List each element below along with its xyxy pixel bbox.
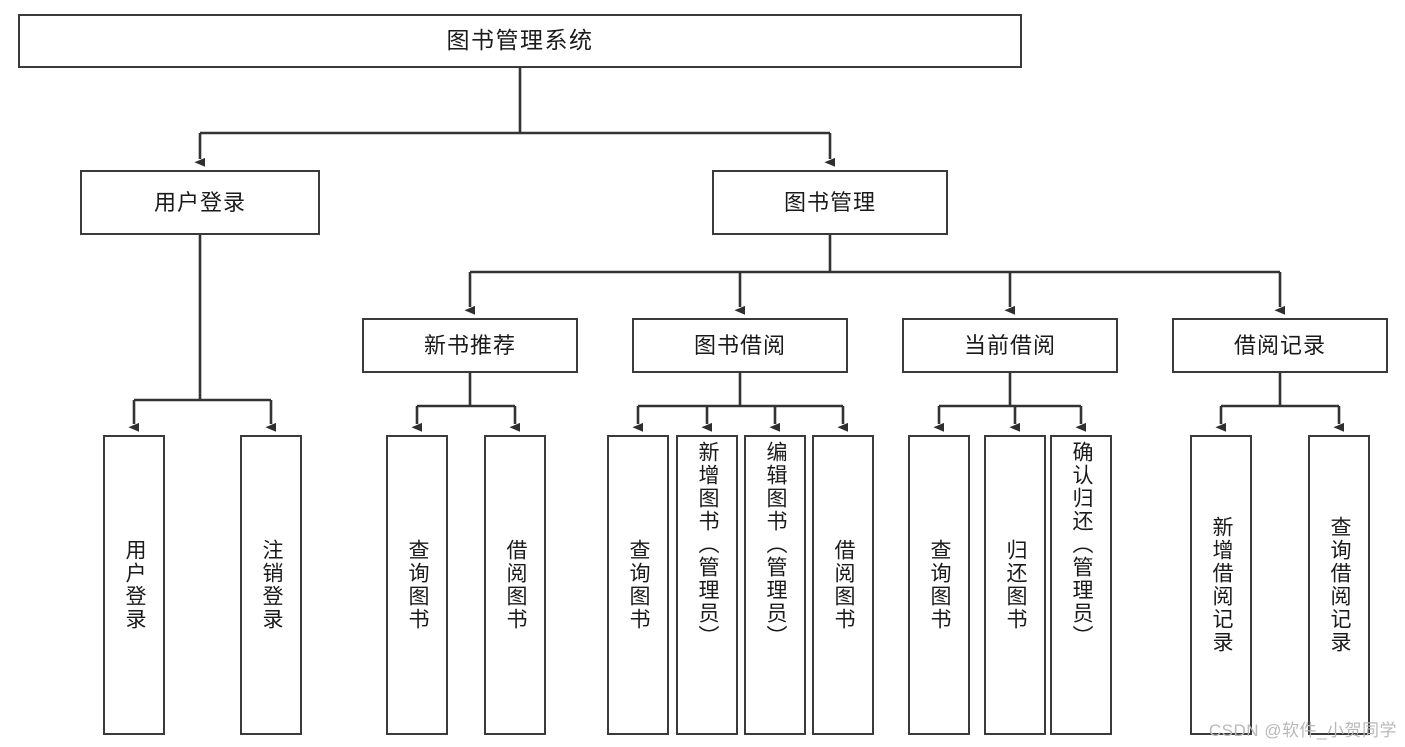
node-leaf-1[interactable]: 用户登录 xyxy=(103,435,165,735)
node-label-leaf-6: 新增图书（管理员） xyxy=(696,441,720,648)
node-leaf-7[interactable]: 编辑图书（管理员） xyxy=(744,435,806,735)
node-leaf-4[interactable]: 借阅图书 xyxy=(484,435,546,735)
node-book-manage[interactable]: 图书管理 xyxy=(712,170,948,235)
node-label-leaf-9: 查询图书 xyxy=(928,539,952,631)
node-label-leaf-4: 借阅图书 xyxy=(504,539,528,631)
node-user-login[interactable]: 用户登录 xyxy=(80,170,320,235)
node-leaf-10[interactable]: 归还图书 xyxy=(984,435,1046,735)
node-label-user-login: 用户登录 xyxy=(153,189,246,215)
node-label-new-book-rec: 新书推荐 xyxy=(423,332,516,358)
node-label-book-borrow: 图书借阅 xyxy=(693,332,786,358)
node-leaf-13[interactable]: 查询借阅记录 xyxy=(1308,435,1370,735)
node-leaf-3[interactable]: 查询图书 xyxy=(386,435,448,735)
node-label-leaf-12: 新增借阅记录 xyxy=(1210,516,1234,654)
node-leaf-5[interactable]: 查询图书 xyxy=(607,435,669,735)
watermark-label: CSDN @软件_小贺同学 xyxy=(1208,721,1397,740)
node-label-borrow-record: 借阅记录 xyxy=(1233,332,1326,358)
node-leaf-11[interactable]: 确认归还（管理员） xyxy=(1050,435,1112,735)
node-leaf-8[interactable]: 借阅图书 xyxy=(812,435,874,735)
node-label-leaf-3: 查询图书 xyxy=(406,539,430,631)
node-label-leaf-13: 查询借阅记录 xyxy=(1328,516,1352,654)
node-label-current-borrow: 当前借阅 xyxy=(963,332,1056,358)
node-label-leaf-7: 编辑图书（管理员） xyxy=(764,441,788,648)
node-label-leaf-2: 注销登录 xyxy=(260,539,284,631)
node-leaf-9[interactable]: 查询图书 xyxy=(908,435,970,735)
node-label-leaf-10: 归还图书 xyxy=(1004,539,1028,631)
node-label-book-manage: 图书管理 xyxy=(783,189,876,215)
node-label-leaf-8: 借阅图书 xyxy=(832,539,856,631)
node-current-borrow[interactable]: 当前借阅 xyxy=(902,318,1118,373)
node-book-borrow[interactable]: 图书借阅 xyxy=(632,318,848,373)
node-leaf-2[interactable]: 注销登录 xyxy=(240,435,302,735)
node-borrow-record[interactable]: 借阅记录 xyxy=(1172,318,1388,373)
node-new-book-rec[interactable]: 新书推荐 xyxy=(362,318,578,373)
node-label-leaf-5: 查询图书 xyxy=(627,539,651,631)
node-root[interactable]: 图书管理系统 xyxy=(18,14,1022,68)
node-leaf-6[interactable]: 新增图书（管理员） xyxy=(676,435,738,735)
node-label-leaf-1: 用户登录 xyxy=(123,539,147,631)
node-label-root: 图书管理系统 xyxy=(446,27,594,54)
node-label-leaf-11: 确认归还（管理员） xyxy=(1070,441,1094,648)
node-leaf-12[interactable]: 新增借阅记录 xyxy=(1190,435,1252,735)
